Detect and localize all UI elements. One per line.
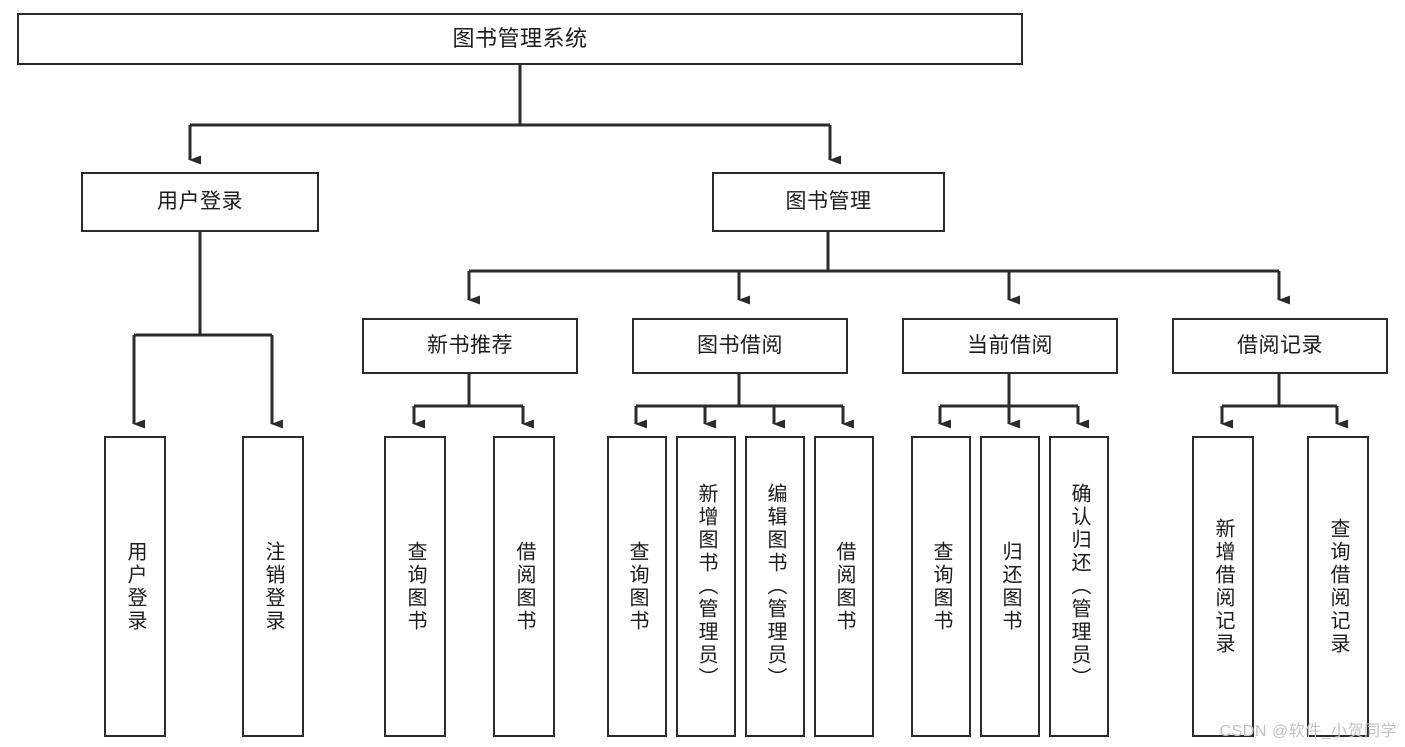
leaf-borrow-add-book-label: 新增图书（管理员）: [695, 483, 717, 690]
leaf-current-query-book-label: 查询图书: [930, 540, 952, 633]
leaf-user-login-login[interactable]: 用户登录: [104, 436, 166, 737]
leaf-current-return-book-label: 归还图书: [999, 540, 1021, 633]
node-borrow-record-label: 借阅记录: [1237, 334, 1323, 358]
leaf-borrow-query-book-label: 查询图书: [626, 540, 648, 633]
leaf-record-add-label: 新增借阅记录: [1212, 517, 1234, 656]
node-book-management[interactable]: 图书管理: [712, 172, 945, 232]
node-current-borrow-label: 当前借阅: [967, 334, 1053, 358]
node-user-login-label: 用户登录: [157, 190, 243, 214]
leaf-borrow-edit-book-label: 编辑图书（管理员）: [764, 483, 786, 690]
leaf-user-login-logout[interactable]: 注销登录: [242, 436, 304, 737]
leaf-borrow-add-book[interactable]: 新增图书（管理员）: [676, 436, 736, 737]
node-borrow-record[interactable]: 借阅记录: [1172, 318, 1388, 374]
node-current-borrow[interactable]: 当前借阅: [902, 318, 1118, 374]
node-user-login[interactable]: 用户登录: [81, 172, 319, 232]
leaf-user-login-logout-label: 注销登录: [262, 540, 284, 633]
leaf-user-login-login-label: 用户登录: [124, 540, 146, 633]
leaf-borrow-query-book[interactable]: 查询图书: [607, 436, 667, 737]
leaf-new-book-borrow[interactable]: 借阅图书: [493, 436, 555, 737]
node-root-label: 图书管理系统: [452, 25, 588, 51]
leaf-current-confirm-return[interactable]: 确认归还（管理员）: [1049, 436, 1109, 737]
node-book-borrow-label: 图书借阅: [697, 334, 783, 358]
node-new-book-recommend[interactable]: 新书推荐: [362, 318, 578, 374]
node-book-management-label: 图书管理: [785, 190, 872, 214]
leaf-record-add[interactable]: 新增借阅记录: [1192, 436, 1254, 737]
leaf-borrow-borrow-book-label: 借阅图书: [833, 540, 855, 633]
leaf-borrow-borrow-book[interactable]: 借阅图书: [814, 436, 874, 737]
leaf-new-book-query[interactable]: 查询图书: [384, 436, 446, 737]
leaf-new-book-borrow-label: 借阅图书: [513, 540, 535, 633]
leaf-current-query-book[interactable]: 查询图书: [911, 436, 971, 737]
leaf-record-query[interactable]: 查询借阅记录: [1307, 436, 1369, 737]
leaf-record-query-label: 查询借阅记录: [1327, 517, 1349, 656]
leaf-current-confirm-return-label: 确认归还（管理员）: [1068, 483, 1090, 690]
node-book-borrow[interactable]: 图书借阅: [632, 318, 848, 374]
node-root[interactable]: 图书管理系统: [17, 13, 1023, 65]
leaf-current-return-book[interactable]: 归还图书: [980, 436, 1040, 737]
leaf-new-book-query-label: 查询图书: [404, 540, 426, 633]
node-new-book-recommend-label: 新书推荐: [427, 334, 513, 358]
leaf-borrow-edit-book[interactable]: 编辑图书（管理员）: [745, 436, 805, 737]
